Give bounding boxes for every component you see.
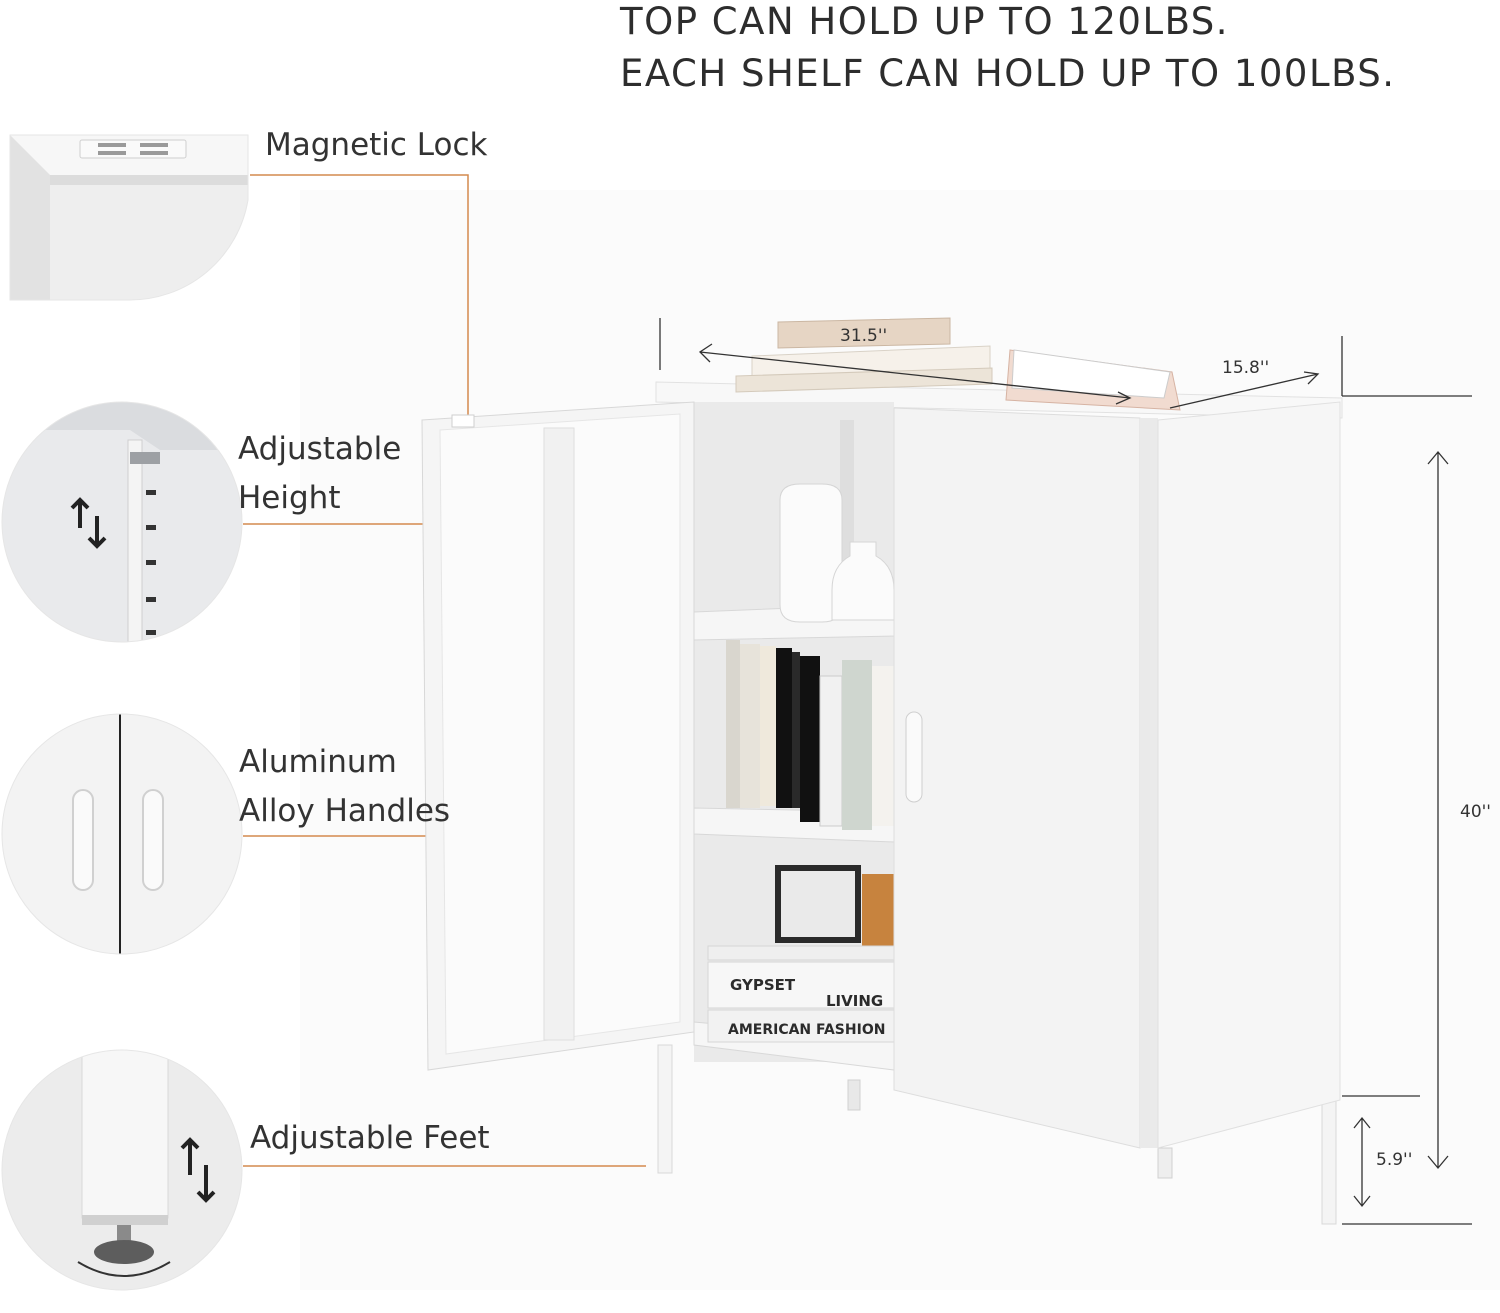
dimension-depth-label: 15.8'' (1222, 358, 1270, 378)
book-row (726, 640, 894, 830)
book-title-gypset: GYPSET (730, 976, 796, 994)
feature-adjustable-height-line2: Height (238, 480, 341, 516)
feature-handles-line1: Aluminum (239, 744, 397, 780)
leg-front-right (1321, 1099, 1337, 1225)
feature-handles-line2: Alloy Handles (239, 793, 451, 829)
decor-cube (775, 865, 861, 943)
top-book-2 (777, 317, 951, 349)
adjustable-feet-thumbnail (1, 1049, 243, 1291)
weight-capacity-shelf: EACH SHELF CAN HOLD UP TO 100LBS. (620, 52, 1396, 95)
leg-height-arrow (1353, 1116, 1371, 1208)
feature-magnetic-lock: Magnetic Lock (265, 127, 488, 163)
door-right (893, 407, 1141, 1149)
dimension-width-label: 31.5'' (840, 326, 888, 346)
book-title-american-fashion: AMERICAN FASHION (728, 1022, 885, 1038)
book-stack (707, 945, 895, 961)
cabinet-side (1157, 401, 1341, 1149)
feature-adjustable-feet: Adjustable Feet (250, 1120, 490, 1156)
dimension-leg-height-label: 5.9'' (1376, 1150, 1413, 1170)
cabinet: GYPSET LIVING AMERICAN FASHION (421, 317, 1343, 1225)
dimension-height-label: 40'' (1460, 802, 1491, 822)
adjustable-height-thumbnail (1, 401, 243, 643)
magnetic-lock-thumbnail (9, 134, 249, 301)
feature-adjustable-height-line1: Adjustable (238, 431, 402, 467)
lantern (862, 874, 894, 954)
door-handle (905, 711, 923, 803)
depth-arrow (1169, 371, 1320, 409)
handles-thumbnail (1, 713, 243, 955)
width-arrow (698, 343, 1132, 405)
leg-front-left (657, 1044, 673, 1174)
height-arrow (1427, 450, 1449, 1170)
dimension-lines (659, 318, 1472, 1225)
weight-capacity-top: TOP CAN HOLD UP TO 120LBS. (620, 0, 1230, 43)
book-title-living: LIVING (826, 992, 883, 1010)
magnetic-lock-leader (250, 174, 469, 415)
